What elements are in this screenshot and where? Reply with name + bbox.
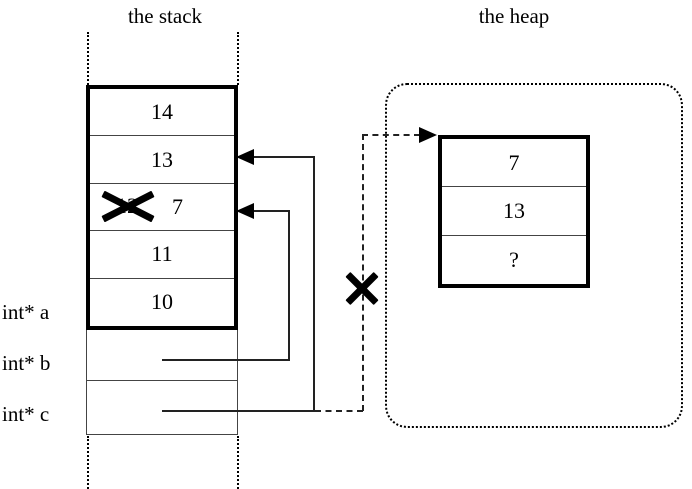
pointer-b-line-horizontal — [162, 359, 290, 361]
stack-cell-2-new-value: 7 — [172, 193, 183, 219]
stack-continuation-bottom-right — [237, 436, 239, 489]
pointer-c-line-horizontal — [162, 410, 315, 412]
heap-title: the heap — [478, 4, 550, 28]
pointer-c-line-vertical — [313, 157, 315, 411]
pointer-b-line-vertical — [288, 211, 290, 360]
stack-cell-4: 10 — [90, 279, 234, 326]
stack-pointer-cells — [86, 330, 238, 435]
heap-pointer-dashed-bottom — [315, 410, 363, 412]
stack-cell-2: 12 7 — [90, 184, 234, 232]
stack-array-block: 14 13 12 7 11 10 — [86, 85, 238, 330]
stack-pointer-cell-b — [87, 330, 237, 381]
stack-continuation-top-left — [87, 32, 89, 85]
heap-cell-0: 7 — [442, 139, 586, 188]
stack-cell-1-value: 13 — [151, 146, 173, 172]
pointer-b-arrowhead-icon — [236, 203, 254, 219]
stack-title: the stack — [127, 4, 203, 28]
heap-cell-2: ? — [442, 236, 586, 284]
stack-cell-0-value: 14 — [151, 99, 173, 125]
variable-label-c: int* c — [2, 402, 50, 426]
stack-cell-2-old-value-group: 12 — [100, 190, 155, 223]
invalid-pointer-x-icon — [342, 268, 382, 308]
heap-cell-1-value: 13 — [503, 197, 525, 223]
heap-pointer-dashed-top — [362, 134, 420, 136]
heap-cell-2-value: ? — [509, 246, 519, 272]
variable-label-b: int* b — [2, 351, 51, 375]
stack-cell-4-value: 10 — [151, 289, 173, 315]
stack-cell-3-value: 11 — [151, 241, 173, 267]
stack-pointer-cell-c — [87, 381, 237, 432]
pointer-c-line-top — [254, 156, 315, 158]
heap-pointer-arrowhead-icon — [419, 127, 437, 143]
stack-continuation-bottom-left — [87, 436, 89, 489]
stack-cell-3: 11 — [90, 231, 234, 279]
pointer-b-line-top — [254, 210, 290, 212]
pointer-c-arrowhead-icon — [236, 149, 254, 165]
heap-cell-0-value: 7 — [508, 149, 520, 175]
stack-continuation-top-right — [237, 32, 239, 85]
stack-cell-0: 14 — [90, 89, 234, 137]
heap-region-boundary — [385, 83, 683, 428]
heap-pointer-dashed-vertical — [362, 134, 364, 411]
variable-label-a: int* a — [2, 300, 50, 324]
heap-cell-1: 13 — [442, 187, 586, 236]
heap-array-block: 7 13 ? — [438, 135, 590, 288]
stack-cell-1: 13 — [90, 136, 234, 184]
stack-cell-2-old-value: 12 — [116, 193, 138, 219]
